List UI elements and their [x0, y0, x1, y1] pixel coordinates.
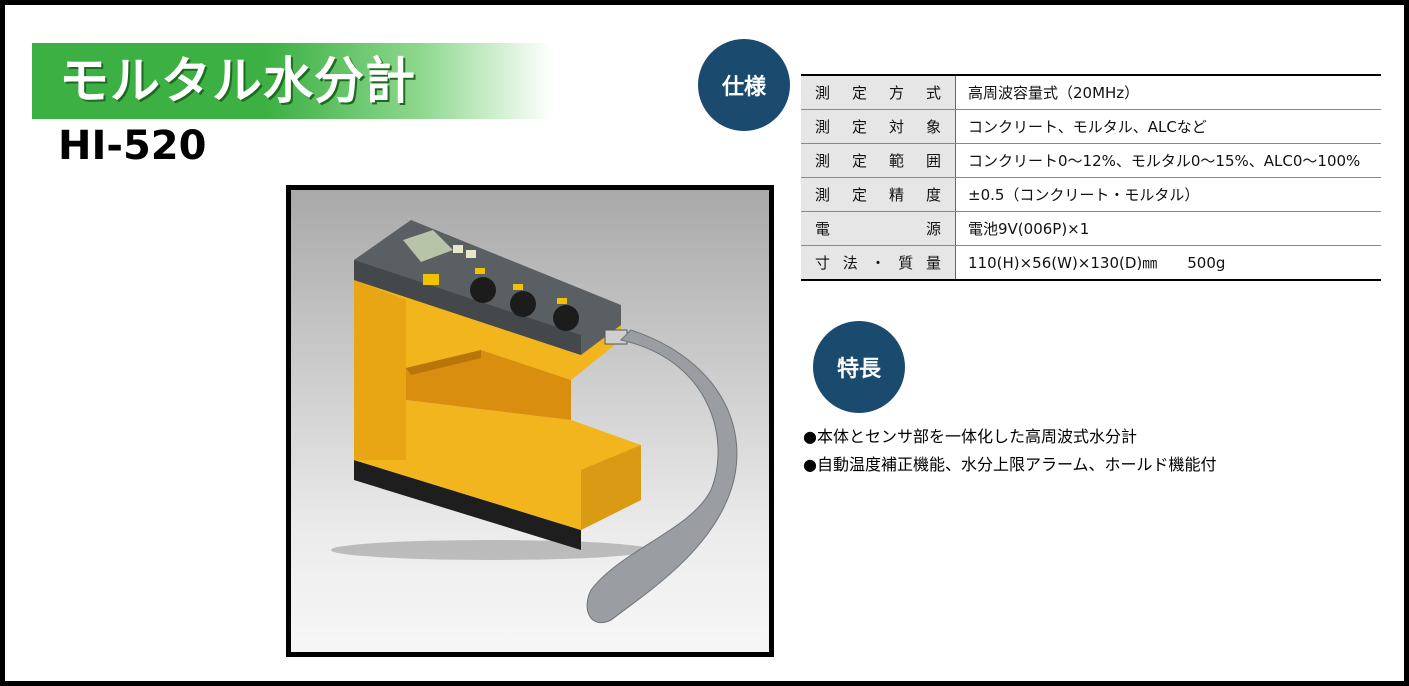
spec-row: 測定精度 ±0.5（コンクリート・モルタル） — [801, 177, 1381, 212]
spec-value: 高周波容量式（20MHz） — [955, 75, 1381, 110]
title-band — [32, 43, 552, 119]
spec-value: コンクリート0～12%、モルタル0～15%、ALC0～100% — [955, 143, 1381, 178]
moisture-meter-illustration — [331, 220, 738, 624]
spec-label: 測定精度 — [801, 177, 956, 212]
features-heading-badge: 特長 — [813, 321, 905, 413]
spec-value: ±0.5（コンクリート・モルタル） — [955, 177, 1381, 212]
spec-label: 測定対象 — [801, 109, 956, 144]
spec-label: 測定方式 — [801, 75, 956, 110]
spec-value: 110(H)×56(W)×130(D)㎜ 500g — [955, 245, 1381, 281]
product-title: モルタル水分計 — [59, 52, 416, 110]
spec-row: 測定方式 高周波容量式（20MHz） — [801, 75, 1381, 110]
product-photo — [286, 185, 774, 657]
spec-table-body: 測定方式 高周波容量式（20MHz） 測定対象 コンクリート、モルタル、ALCな… — [801, 75, 1381, 281]
model-number: HI-520 — [58, 123, 207, 169]
features-list: ●本体とセンサ部を一体化した高周波式水分計 ●自動温度補正機能、水分上限アラーム… — [803, 423, 1216, 479]
spec-label: 寸法・質量 — [801, 245, 956, 281]
spec-row: 寸法・質量 110(H)×56(W)×130(D)㎜ 500g — [801, 245, 1381, 281]
spec-row: 測定対象 コンクリート、モルタル、ALCなど — [801, 109, 1381, 144]
spec-label: 測定範囲 — [801, 143, 956, 178]
spec-row: 電源 電池9V(006P)×1 — [801, 211, 1381, 246]
spec-value: 電池9V(006P)×1 — [955, 211, 1381, 246]
feature-item: ●本体とセンサ部を一体化した高周波式水分計 — [803, 427, 1137, 446]
spec-heading-badge: 仕様 — [698, 39, 790, 131]
spec-table: 測定方式 高周波容量式（20MHz） 測定対象 コンクリート、モルタル、ALCな… — [801, 74, 1381, 281]
spec-value: コンクリート、モルタル、ALCなど — [955, 109, 1381, 144]
spec-row: 測定範囲 コンクリート0～12%、モルタル0～15%、ALC0～100% — [801, 143, 1381, 178]
feature-item: ●自動温度補正機能、水分上限アラーム、ホールド機能付 — [803, 455, 1217, 474]
spec-label: 電源 — [801, 211, 956, 246]
